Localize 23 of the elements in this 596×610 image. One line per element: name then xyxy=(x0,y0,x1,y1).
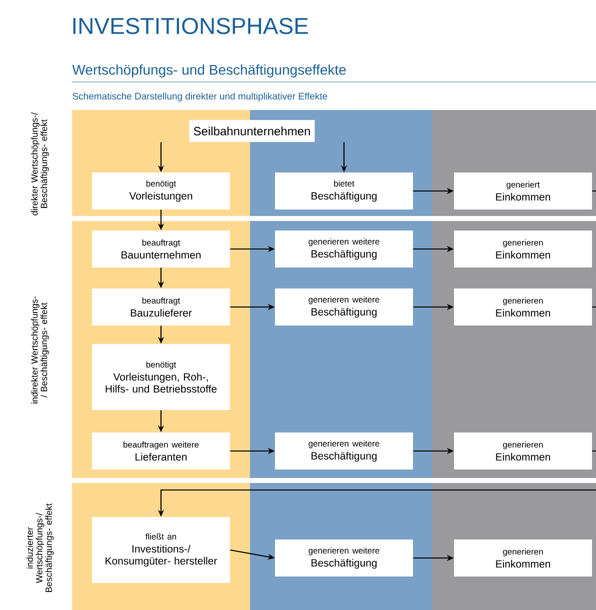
process-box: generieren weitere Beschäftigung xyxy=(275,230,413,268)
process-box: benötigt Vorleistungen, Roh-, Hilfs- und Betriebsstoffe xyxy=(92,344,230,410)
row-label: direkter Wertschöpfungs-/ Beschäftigungs- effekt xyxy=(31,112,49,216)
process-box: generieren weitere Beschäftigung xyxy=(275,432,413,470)
process-box: generieren Einkommen xyxy=(454,288,592,326)
process-box: benötigt Vorleistungen xyxy=(92,172,230,210)
company-box: Seilbahnunternehmen xyxy=(189,120,315,142)
row-label: indirekter Wertschöpfungs-/ Beschäftigungs- effekt xyxy=(31,296,49,404)
process-box: beauftragen weitere Lieferanten xyxy=(92,432,230,470)
process-box: generieren weitere Beschäftigung xyxy=(275,540,413,576)
subheading: Schematische Darstellung direkter und multiplikativer Effekte xyxy=(72,92,328,102)
process-box: bietet Beschäftigung xyxy=(275,172,413,210)
title: INVESTITIONSPHASE xyxy=(73,18,308,34)
row-label: induzierter Wertschöpfungs-/ Beschäftigungs- effekt xyxy=(26,503,54,592)
process-box: beauftragt Bauunternehmen xyxy=(92,230,230,268)
process-box: generieren weitere Beschäftigung xyxy=(275,288,413,326)
process-box: generiert Einkommen xyxy=(454,172,592,210)
process-box: fließt an Investitions-/ Konsumgüter- hersteller xyxy=(92,517,230,583)
process-box: generieren Einkommen xyxy=(454,230,592,268)
subtitle: Wertschöpfungs- und Beschäftigungseffekte xyxy=(72,64,346,78)
process-box: generieren Einkommen xyxy=(454,432,592,470)
process-box: generieren Einkommen xyxy=(454,540,592,576)
process-box: beauftragt Bauzulieferer xyxy=(92,288,230,326)
